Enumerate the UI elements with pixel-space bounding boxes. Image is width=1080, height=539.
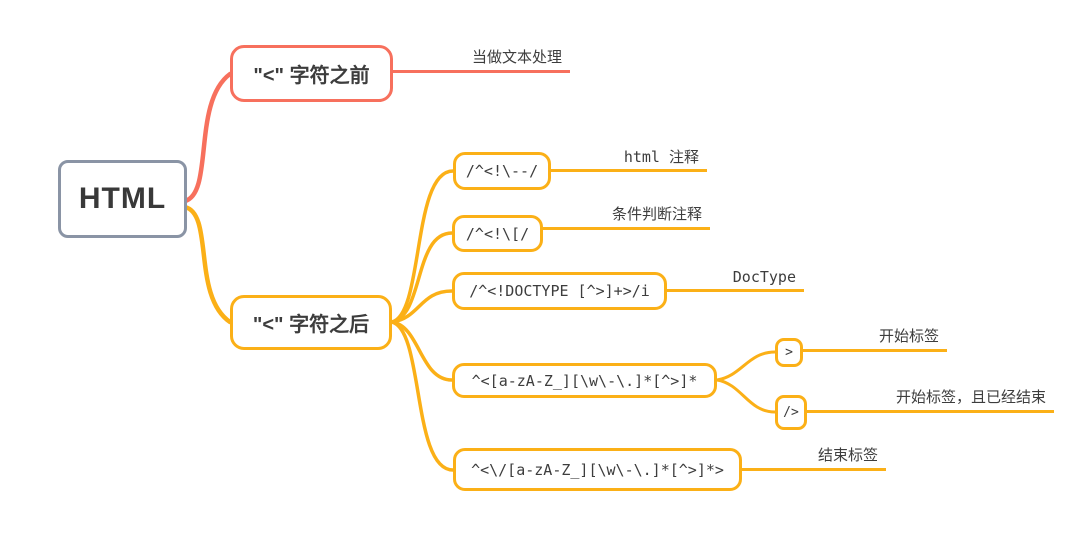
leaf-conditional-comment[interactable]: 条件判断注释 xyxy=(543,204,710,230)
root-label: HTML xyxy=(78,182,167,215)
node-html-root[interactable]: HTML xyxy=(58,160,187,238)
connector-r4-to-slashgt xyxy=(715,378,777,414)
node-regex-conditional-comment[interactable]: /^<!\[/ xyxy=(452,215,543,252)
connector-after-to-r5 xyxy=(390,320,455,472)
connector-after-to-r2 xyxy=(390,231,454,324)
node-gt-symbol[interactable]: > xyxy=(775,338,803,367)
leaf-html-comment[interactable]: html 注释 xyxy=(551,146,707,172)
leaf-start-tag[interactable]: 开始标签 xyxy=(803,326,947,352)
connector-after-to-r3 xyxy=(390,289,454,324)
connector-after-to-r1 xyxy=(390,169,455,324)
node-regex-html-comment[interactable]: /^<!\--/ xyxy=(453,152,551,190)
node-regex-doctype[interactable]: /^<!DOCTYPE [^>]+>/i xyxy=(452,272,667,310)
node-regex-open-tag[interactable]: ^<[a-zA-Z_][\w\-\.]*[^>]* xyxy=(452,363,717,398)
leaf-doctype[interactable]: DocType xyxy=(667,266,804,292)
connector-root-to-after xyxy=(182,204,233,325)
node-after-lt-char[interactable]: "<" 字符之后 xyxy=(230,295,392,350)
connector-r4-to-gt xyxy=(715,350,777,382)
leaf-end-tag[interactable]: 结束标签 xyxy=(742,445,886,471)
leaf-start-tag-already-ended[interactable]: 开始标签，且已经结束 xyxy=(807,387,1054,413)
before-label: "<" 字符之前 xyxy=(253,65,370,87)
connector-after-to-r4 xyxy=(390,320,454,382)
connector-root-to-before xyxy=(182,71,233,204)
node-self-close-symbol[interactable]: /> xyxy=(775,395,807,430)
after-label: "<" 字符之后 xyxy=(252,314,370,336)
leaf-treat-as-text[interactable]: 当做文本处理 xyxy=(393,47,570,73)
node-regex-close-tag[interactable]: ^<\/[a-zA-Z_][\w\-\.]*[^>]*> xyxy=(453,448,742,491)
node-before-lt-char[interactable]: "<" 字符之前 xyxy=(230,45,393,102)
